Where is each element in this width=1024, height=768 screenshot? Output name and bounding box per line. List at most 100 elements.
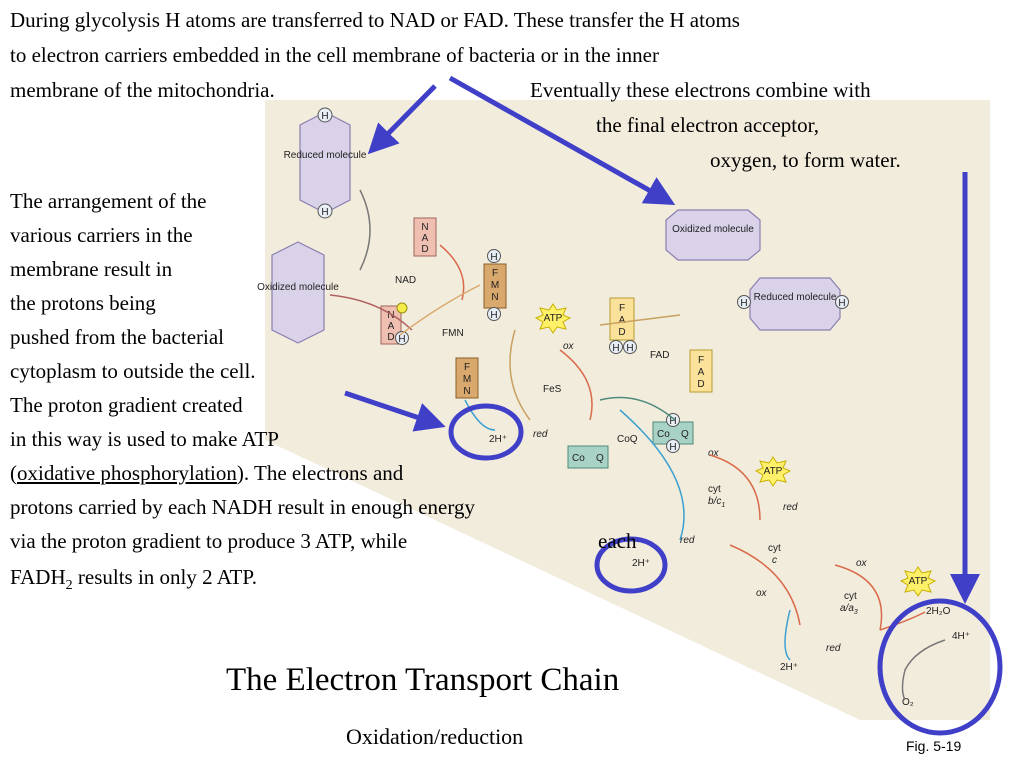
intro-right-1: Eventually these electrons combine with — [530, 78, 871, 102]
atp-badge-1: ATP — [534, 303, 572, 334]
body-line-12: FADH2 results in only 2 ATP. — [10, 561, 257, 602]
fad2-letter-f: F — [698, 355, 704, 366]
fmn-label: FMN — [442, 328, 464, 339]
aa3-label: a/a3 — [840, 603, 858, 616]
slide-title: The Electron Transport Chain — [226, 662, 620, 698]
intro-line-2: to electron carriers embedded in the cel… — [10, 43, 659, 67]
intro-line-1: During glycolysis H atoms are transferre… — [10, 8, 740, 32]
red-label: red — [826, 643, 841, 654]
fadh-text: FADH — [10, 565, 66, 589]
body-line-1: The arrangement of the — [10, 189, 207, 213]
fad-letter-d: D — [618, 327, 625, 338]
nad-letter-d: D — [421, 244, 428, 255]
body-line-10: protons carried by each NADH result in e… — [10, 495, 475, 519]
oxidized-molecule-left: Oxidized molecule — [257, 241, 339, 344]
ox-label: ox — [708, 448, 720, 459]
body-line-7: The proton gradient created — [10, 393, 243, 417]
co-label: Co — [572, 453, 585, 464]
fad-label: FAD — [650, 350, 669, 361]
water-label: 2H₂O — [926, 606, 951, 617]
oxidative-phosphorylation-link[interactable]: oxidative phosphorylation — [17, 461, 237, 485]
reduced-molecule-right: Reduced molecule H H — [737, 277, 849, 331]
reduced-molecule-label-1: Reduced molecule — [284, 150, 367, 161]
h-atom-label: H — [838, 298, 845, 309]
redox-arcs — [329, 189, 946, 701]
paren-open: ( — [10, 461, 17, 485]
bc1-label: b/c1 — [708, 496, 725, 509]
cyt-c: red cyt c ox — [756, 502, 798, 599]
fmn-letter-n: N — [491, 292, 498, 303]
red-label: red — [680, 535, 695, 546]
ox-label: ox — [563, 341, 575, 352]
body-line-8: in this way is used to make ATP — [10, 427, 279, 451]
body-line-9: (oxidative phosphorylation). The electro… — [10, 457, 403, 490]
body-line-12-rest: results in only 2 ATP. — [72, 565, 257, 589]
atp-badge-3: ATP — [899, 566, 937, 597]
fmn-letter-m: M — [491, 280, 499, 291]
fmn2-letter-m: M — [463, 374, 471, 385]
figure-label: Fig. 5-19 — [906, 738, 962, 754]
intro-right-3: oxygen, to form water. — [710, 148, 901, 172]
ox-label: ox — [856, 558, 868, 569]
fad-letter-f: F — [619, 303, 625, 314]
fadh-subscript: 2 — [65, 578, 73, 594]
reduced-molecule-top: Reduced molecule H H — [284, 107, 367, 219]
h-atom-label: H — [626, 343, 633, 354]
intro-right-2: the final electron acceptor, — [596, 113, 820, 137]
intro-line-3: membrane of the mitochondria. — [10, 78, 275, 102]
cyt-bc1: ox cyt b/c1 red 2H⁺ — [632, 448, 725, 569]
body-line-11-each: each — [598, 529, 637, 553]
coq-carrier: Co Q CoQ Co Q H H — [567, 413, 694, 469]
h-atom-label: H — [490, 310, 497, 321]
nad-carrier: N A D NAD N A D H — [380, 217, 437, 345]
coq-label: CoQ — [617, 434, 638, 445]
h-atom-label: H — [740, 298, 747, 309]
reduced-molecule-right-label: Reduced molecule — [754, 292, 837, 303]
body-line-9-rest: ). The electrons and — [236, 461, 404, 485]
body-line-11: via the proton gradient to produce 3 ATP… — [10, 529, 408, 553]
fad2-letter-d: D — [697, 379, 704, 390]
fad-carrier: F A D H H FAD F A D — [609, 297, 713, 393]
red-label: red — [533, 429, 548, 440]
red-label: red — [783, 502, 798, 513]
fmn2-letter-n: N — [463, 386, 470, 397]
atp-label: ATP — [909, 576, 928, 587]
q2-label: Q — [681, 429, 689, 440]
nadh-letter-n: N — [387, 310, 394, 321]
h-atom-label: H — [321, 207, 328, 218]
highlight-circle-2h-fes — [448, 403, 524, 461]
annotation-arrows — [344, 75, 980, 604]
nad-label: NAD — [395, 275, 416, 286]
slide-subtitle: Oxidation/reduction — [346, 724, 524, 749]
nadh-letter-d: D — [387, 332, 394, 343]
nad-letter-a: A — [422, 233, 429, 244]
oxidized-molecule-right: Oxidized molecule — [665, 209, 761, 261]
ox-label: ox — [756, 588, 768, 599]
fmn2-letter-f: F — [464, 362, 470, 373]
fmn-letter-f: F — [492, 268, 498, 279]
highlight-circle-water — [877, 598, 1003, 736]
oxygen-label: O₂ — [902, 697, 914, 708]
co2-label: Co — [657, 429, 670, 440]
q-label: Q — [596, 453, 604, 464]
h-atom-label: H — [490, 252, 497, 263]
proton-2h-label: 2H⁺ — [632, 558, 650, 569]
h-atom-label: H — [612, 343, 619, 354]
body-line-3: membrane result in — [10, 257, 173, 281]
cyt-aa3: ox cyt a/a3 red 2H⁺ — [780, 558, 868, 673]
body-line-4: the protons being — [10, 291, 156, 315]
h-atom-label: H — [669, 416, 676, 427]
oxidized-molecule-label-1: Oxidized molecule — [257, 282, 339, 293]
h-atom-label: H — [321, 111, 328, 122]
oxidized-molecule-right-label: Oxidized molecule — [672, 224, 754, 235]
proton-4h-label: 4H⁺ — [952, 631, 970, 642]
body-line-2: various carriers in the — [10, 223, 193, 247]
membrane-band — [265, 100, 990, 720]
fmn-carrier: H F M N H FMN F M N — [442, 249, 507, 399]
proton-2h-label: 2H⁺ — [780, 662, 798, 673]
cyt-label: cyt — [708, 484, 721, 495]
atp-label: ATP — [544, 313, 563, 324]
body-line-5: pushed from the bacterial — [10, 325, 224, 349]
fad2-letter-a: A — [698, 367, 705, 378]
